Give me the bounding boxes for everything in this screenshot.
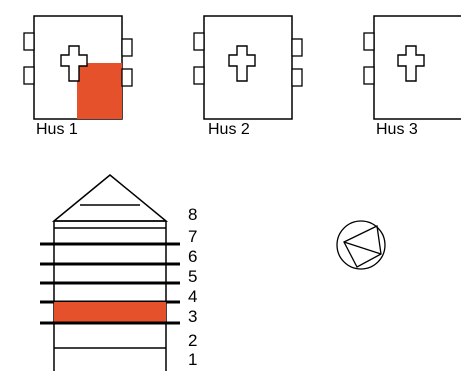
floor-number-8[interactable]: 8: [188, 205, 198, 224]
floor-3-highlight[interactable]: [54, 302, 166, 323]
floor-number-7[interactable]: 7: [188, 227, 198, 246]
floor-number-6[interactable]: 6: [188, 247, 198, 266]
house-1[interactable]: Hus 1: [22, 13, 134, 138]
house-3[interactable]: Hus 3: [362, 13, 461, 138]
floor-number-1[interactable]: 1: [188, 350, 198, 369]
selected-apartment-highlight: [77, 63, 122, 119]
house-plan-icon: [193, 15, 303, 120]
compass-icon[interactable]: [333, 216, 389, 272]
floor-number-3[interactable]: 3: [188, 307, 198, 326]
house-label: Hus 3: [376, 121, 418, 138]
building-section: [40, 174, 180, 371]
roof: [51, 174, 169, 222]
floor-number-4[interactable]: 4: [188, 287, 198, 306]
house-2[interactable]: Hus 2: [192, 13, 304, 138]
house-plan-icon: [363, 15, 461, 120]
house-plan-icon: [23, 15, 133, 120]
house-label: Hus 2: [208, 121, 250, 138]
floor-number-2[interactable]: 2: [188, 331, 198, 350]
floor-number-5[interactable]: 5: [188, 267, 198, 286]
house-label: Hus 1: [36, 121, 78, 138]
